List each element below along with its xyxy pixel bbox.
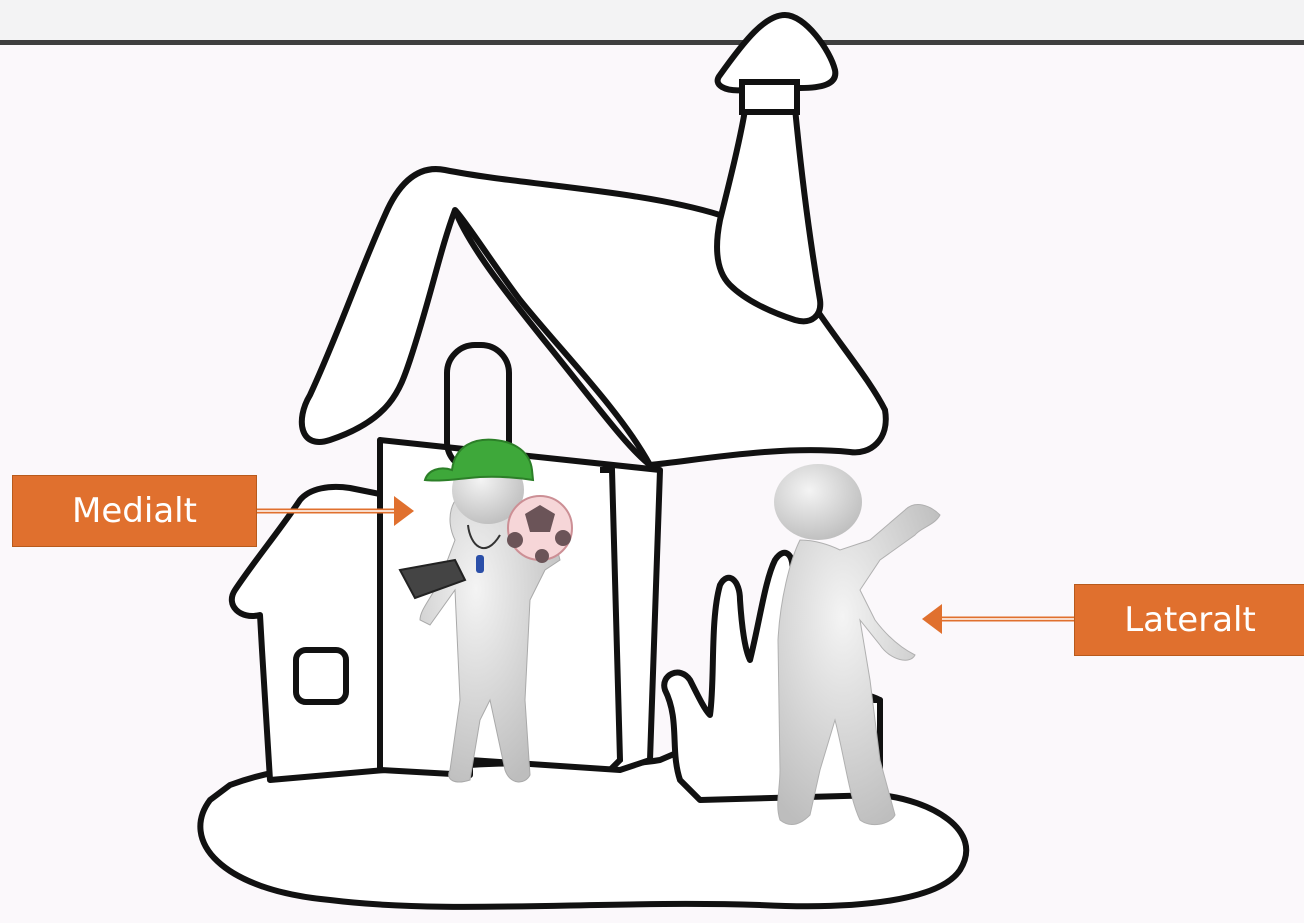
label-lateralt-text: Lateralt [1124,600,1256,640]
person-figure [774,464,940,825]
coach-whistle [476,555,484,573]
label-medialt: Medialt [12,475,257,547]
chimney-outline [717,108,820,321]
label-medialt-text: Medialt [72,491,197,531]
label-lateralt: Lateralt [1074,584,1304,656]
arrow-lateral [922,604,1074,634]
chimney-neck-outline [742,82,797,112]
